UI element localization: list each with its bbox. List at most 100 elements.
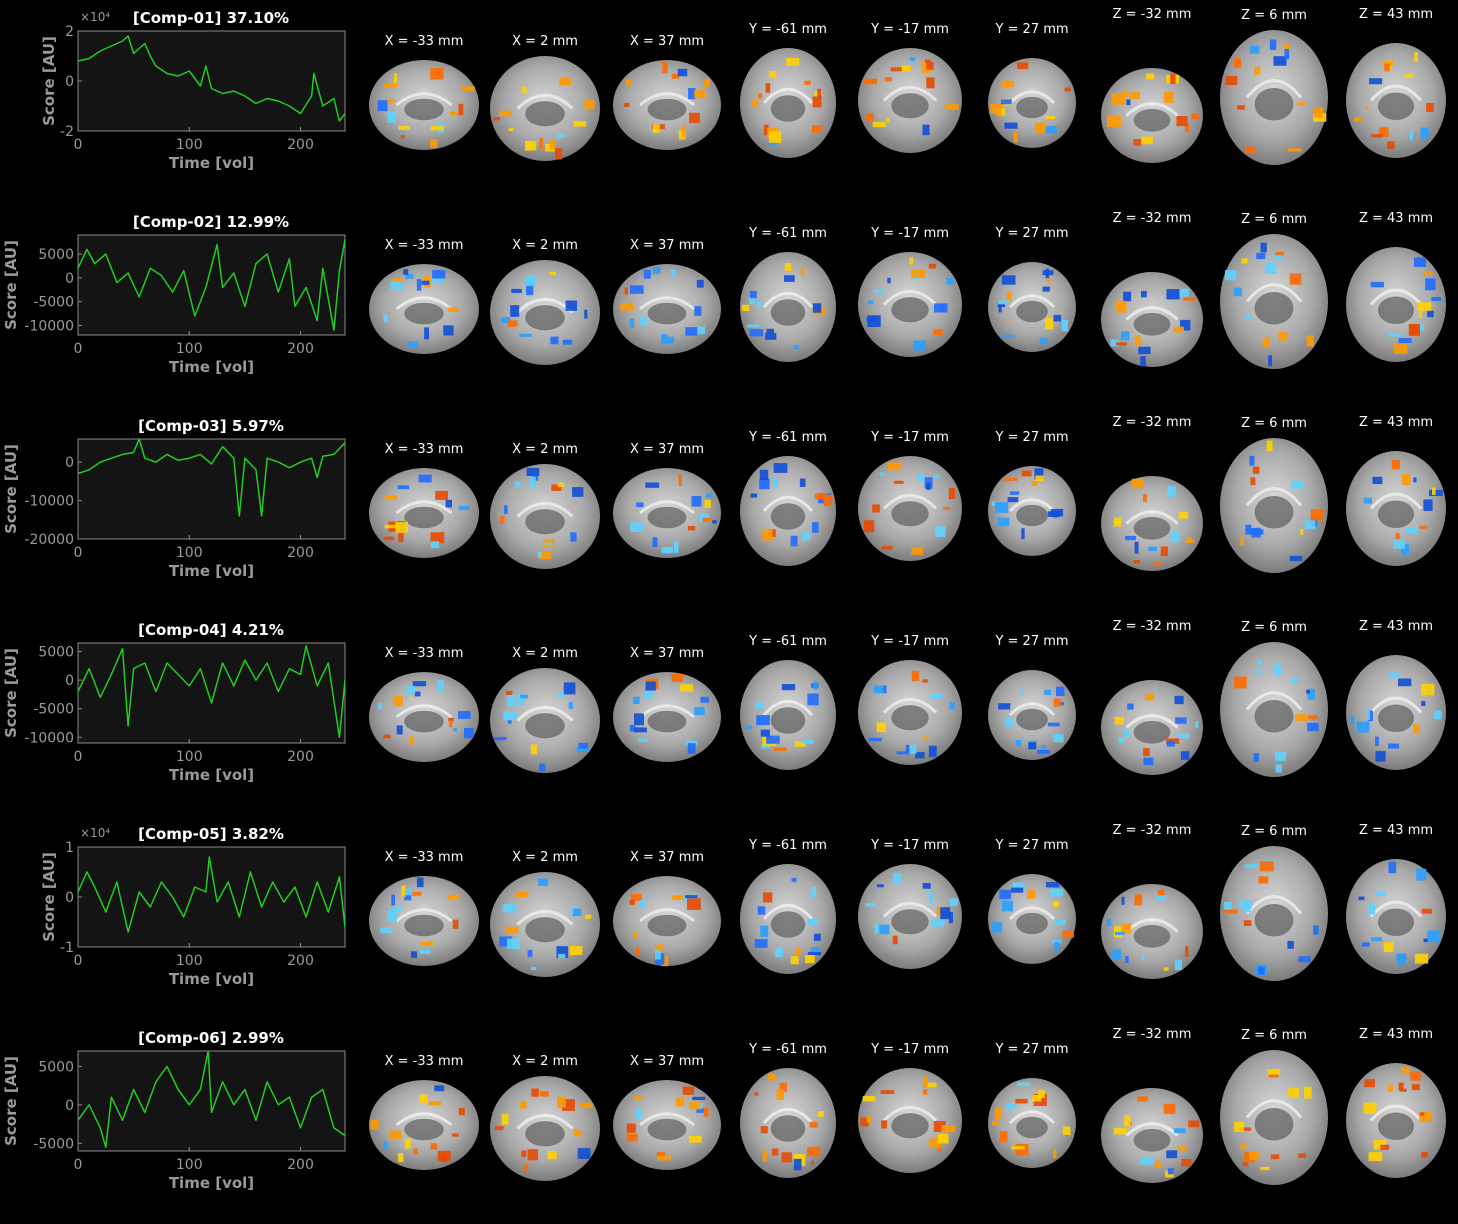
- y-tick-label: 5000: [38, 645, 74, 661]
- score-line: [78, 856, 345, 933]
- slice-label: X = -33 mm: [384, 34, 464, 49]
- brain-slice: [1346, 43, 1446, 158]
- y-axis-label: Score [AU]: [40, 852, 58, 942]
- brain-slice: [1220, 30, 1328, 165]
- y-axis-label: Score [AU]: [2, 648, 20, 738]
- slice-label: Y = -17 mm: [871, 634, 949, 649]
- brain-slice: [613, 876, 721, 967]
- component-title: [Comp-06] 2.99%: [138, 1029, 284, 1047]
- y-tick-label: 2: [65, 24, 74, 40]
- slice-label: X = -33 mm: [384, 1054, 464, 1069]
- slice-label: X = -33 mm: [384, 646, 464, 661]
- component-title: [Comp-03] 5.97%: [138, 417, 284, 435]
- y-tick-label: -5000: [33, 295, 74, 311]
- brain-slice: [988, 466, 1076, 556]
- component-title: [Comp-01] 37.10%: [133, 9, 289, 27]
- x-tick-label: 0: [74, 137, 83, 153]
- brain-slice: [988, 1078, 1076, 1168]
- brain-slice: [740, 864, 836, 974]
- brain-slice: [490, 668, 600, 773]
- slice-label: X = -33 mm: [384, 442, 464, 457]
- slice-label: Z = 6 mm: [1241, 1028, 1307, 1043]
- y-tick-label: 0: [65, 673, 74, 689]
- slice-label: Y = -61 mm: [749, 838, 827, 853]
- brain-slice: [740, 660, 836, 770]
- x-axis-label: Time [vol]: [169, 970, 254, 988]
- x-tick-label: 0: [74, 953, 83, 969]
- brain-slice: [369, 264, 479, 354]
- slice-label: Y = 27 mm: [995, 226, 1069, 241]
- brain-slice: [740, 48, 836, 158]
- slice-label: Y = -17 mm: [871, 838, 949, 853]
- brain-slice: [988, 58, 1076, 148]
- brain-slice: [1346, 1063, 1446, 1178]
- brain-slice: [858, 456, 962, 561]
- slice-label: Y = 27 mm: [995, 634, 1069, 649]
- brain-slice: [490, 872, 600, 977]
- slice-label: Y = 27 mm: [995, 22, 1069, 37]
- slice-label: Z = -32 mm: [1112, 1027, 1192, 1042]
- slice-label: Y = -17 mm: [871, 430, 949, 445]
- slice-label: Z = 6 mm: [1241, 620, 1307, 635]
- brain-slice: [858, 864, 962, 969]
- brain-slice: [490, 260, 600, 365]
- brain-slice: [613, 1080, 721, 1170]
- brain-slice: [613, 468, 721, 558]
- slice-label: Z = -32 mm: [1112, 211, 1192, 226]
- slice-label: Z = 43 mm: [1358, 211, 1434, 226]
- brain-slice: [1101, 476, 1203, 571]
- slice-label: Z = 43 mm: [1358, 1027, 1434, 1042]
- slice-label: Y = -17 mm: [871, 1042, 949, 1057]
- slice-label: Z = -32 mm: [1112, 7, 1192, 22]
- brain-slice: [369, 876, 479, 966]
- slice-label: Y = -61 mm: [749, 430, 827, 445]
- x-tick-label: 200: [287, 749, 314, 765]
- brain-slice: [1346, 247, 1446, 362]
- slice-label: Z = 6 mm: [1241, 416, 1307, 431]
- score-line: [78, 645, 345, 739]
- y-tick-label: -10000: [24, 494, 74, 510]
- brain-slice: [988, 262, 1076, 352]
- plot-area: [77, 846, 346, 948]
- y-tick-label: 5000: [38, 247, 74, 263]
- brain-slice: [1101, 272, 1203, 367]
- y-tick-label: -10000: [24, 318, 74, 334]
- x-axis-label: Time [vol]: [169, 766, 254, 784]
- slice-label: Z = 43 mm: [1358, 619, 1434, 634]
- brain-slice: [1220, 1050, 1328, 1185]
- slice-label: Z = -32 mm: [1112, 823, 1192, 838]
- slice-label: Z = 43 mm: [1358, 7, 1434, 22]
- y-tick-label: 0: [65, 74, 74, 90]
- x-tick-label: 0: [74, 1157, 83, 1173]
- x-tick-label: 200: [287, 137, 314, 153]
- axis-exponent: ×10⁴: [80, 10, 110, 24]
- x-tick-label: 100: [176, 545, 203, 561]
- slice-label: X = -33 mm: [384, 238, 464, 253]
- axis-exponent: ×10⁴: [80, 826, 110, 840]
- y-axis-label: Score [AU]: [2, 240, 20, 330]
- brain-slice: [369, 1080, 479, 1170]
- x-axis-label: Time [vol]: [169, 562, 254, 580]
- y-tick-label: -5000: [33, 1136, 74, 1152]
- slice-label: Y = -61 mm: [749, 226, 827, 241]
- slice-label: Z = 43 mm: [1358, 823, 1434, 838]
- x-tick-label: 200: [287, 341, 314, 357]
- y-tick-label: 0: [65, 890, 74, 906]
- brain-slice: [740, 1068, 836, 1178]
- brain-slice: [490, 56, 600, 161]
- score-line: [78, 439, 345, 517]
- plot-area: [77, 234, 346, 336]
- slice-label: X = 37 mm: [629, 646, 705, 661]
- slice-label: X = 37 mm: [629, 850, 705, 865]
- y-tick-label: -5000: [33, 702, 74, 718]
- component-title: [Comp-02] 12.99%: [133, 213, 289, 231]
- brain-slice: [1220, 438, 1328, 573]
- x-tick-label: 100: [176, 137, 203, 153]
- slice-label: Z = -32 mm: [1112, 619, 1192, 634]
